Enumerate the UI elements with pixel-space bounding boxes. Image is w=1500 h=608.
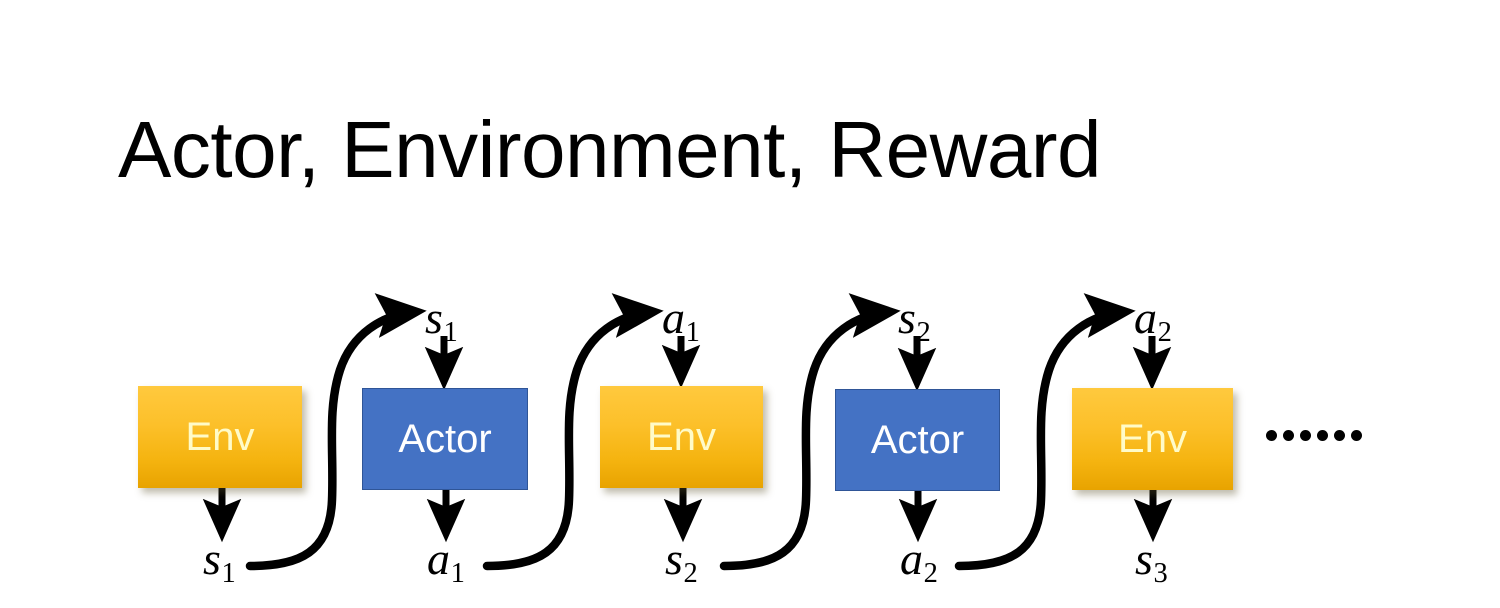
- label-action-a1-bottom: a1: [427, 533, 465, 588]
- node-label: Env: [185, 415, 255, 459]
- subscript: 3: [1153, 557, 1168, 589]
- subscript: 1: [685, 316, 700, 348]
- symbol: a: [662, 292, 685, 343]
- ellipsis-indicator: [1266, 430, 1362, 441]
- subscript: 1: [450, 557, 465, 589]
- symbol: a: [1134, 292, 1157, 343]
- label-action-a2-top: a2: [1134, 292, 1172, 347]
- symbol: s: [1135, 533, 1153, 584]
- node-env-2[interactable]: Env: [600, 386, 763, 488]
- subscript: 1: [221, 557, 236, 589]
- symbol: s: [898, 292, 916, 343]
- symbol: a: [427, 533, 450, 584]
- label-action-a1-top: a1: [662, 292, 700, 347]
- ellipsis-dot: [1300, 430, 1311, 441]
- node-env-3[interactable]: Env: [1072, 388, 1233, 490]
- curve-s1-feedback: [245, 293, 427, 571]
- symbol: s: [425, 292, 443, 343]
- node-actor-1[interactable]: Actor: [362, 388, 528, 490]
- node-actor-2[interactable]: Actor: [835, 389, 1000, 491]
- node-label: Env: [1118, 417, 1187, 461]
- ellipsis-dot: [1266, 430, 1277, 441]
- subscript: 1: [443, 316, 458, 348]
- node-label: Env: [647, 415, 716, 459]
- symbol: s: [665, 533, 683, 584]
- subscript: 2: [683, 557, 698, 589]
- label-state-s2-bottom: s2: [665, 533, 698, 588]
- label-state-s2-top: s2: [898, 292, 931, 347]
- ellipsis-dot: [1317, 430, 1328, 441]
- subscript: 2: [923, 557, 938, 589]
- label-state-s1-top: s1: [425, 292, 458, 347]
- ellipsis-dot: [1283, 430, 1294, 441]
- curve-a1-feedback: [482, 293, 664, 571]
- subscript: 2: [916, 316, 931, 348]
- ellipsis-dot: [1334, 430, 1345, 441]
- curve-s2-feedback: [719, 293, 901, 571]
- label-state-s3-bottom: s3: [1135, 533, 1168, 588]
- symbol: a: [900, 533, 923, 584]
- page-title: Actor, Environment, Reward: [118, 105, 1101, 194]
- node-label: Actor: [398, 417, 492, 461]
- symbol: s: [203, 533, 221, 584]
- label-action-a2-bottom: a2: [900, 533, 938, 588]
- curve-a2-feedback: [954, 293, 1136, 571]
- label-state-s1-bottom: s1: [203, 533, 236, 588]
- node-label: Actor: [870, 418, 965, 462]
- subscript: 2: [1157, 316, 1172, 348]
- ellipsis-dot: [1351, 430, 1362, 441]
- node-env-1[interactable]: Env: [138, 386, 302, 488]
